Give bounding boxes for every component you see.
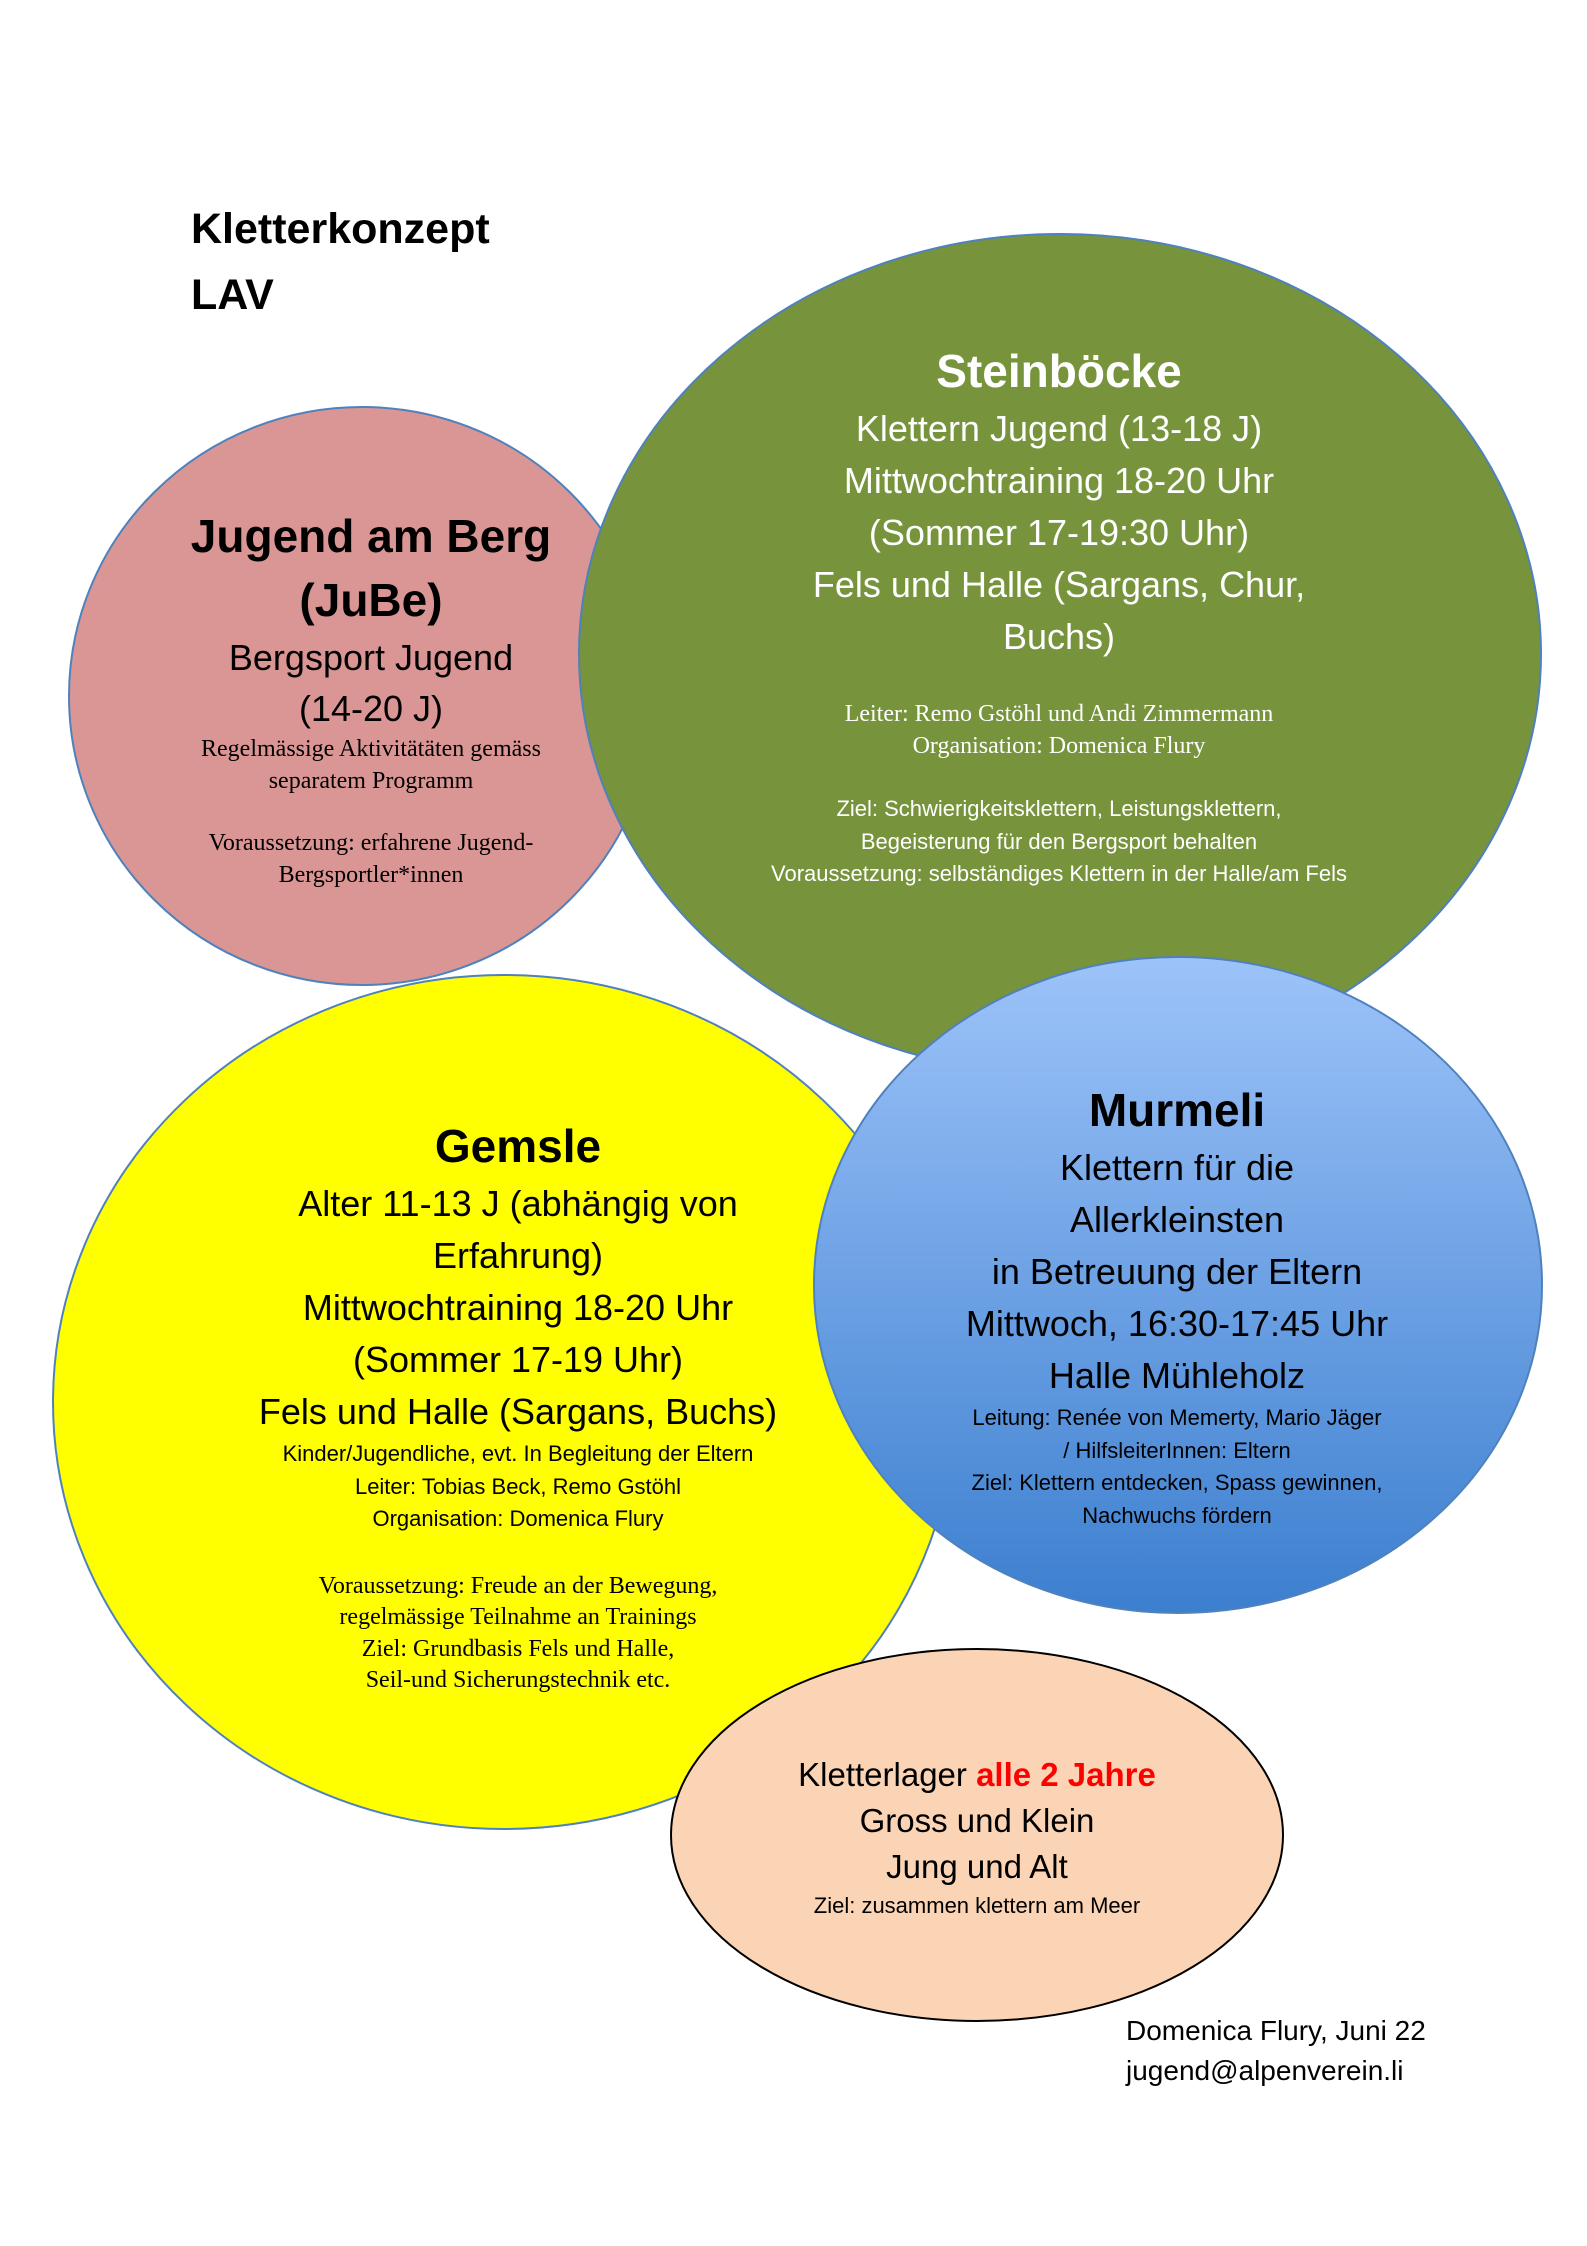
murmeli-line: Halle Mühleholz bbox=[1048, 1355, 1306, 1396]
jube-text: Jugend am Berg (JuBe) Bergsport Jugend (… bbox=[191, 504, 551, 891]
steinboecke-line: Fels und Halle (Sargans, Chur, bbox=[812, 564, 1306, 605]
murmeli-detail: Leitung: Renée von Memerty, Mario Jäger bbox=[972, 1405, 1382, 1430]
steinboecke-heading: Steinböcke bbox=[936, 345, 1182, 397]
jube-requirement: Bergsportler*innen bbox=[278, 861, 464, 888]
gemsle-staff: Leiter: Tobias Beck, Remo Gstöhl bbox=[354, 1473, 682, 1499]
gemsle-goal: Seil-und Sicherungstechnik etc. bbox=[365, 1667, 671, 1693]
lager-title: Kletterlager bbox=[798, 1756, 967, 1793]
lager-text: Kletterlager alle 2 Jahre Gross und Klei… bbox=[798, 1752, 1156, 1923]
steinboecke-goal: Voraussetzung: selbständiges Klettern in… bbox=[771, 861, 1347, 886]
steinboecke-line: Buchs) bbox=[1002, 616, 1116, 657]
gemsle-line: Mittwochtraining 18-20 Uhr bbox=[302, 1287, 734, 1328]
lager-circle bbox=[670, 1648, 1284, 2022]
murmeli-detail: Ziel: Klettern entdecken, Spass gewinnen… bbox=[971, 1470, 1383, 1495]
murmeli-text: Murmeli Klettern für die Allerkleinsten … bbox=[966, 1078, 1388, 1532]
gemsle-line: Alter 11-13 J (abhängig von bbox=[298, 1183, 738, 1224]
steinboecke-line: Mittwochtraining 18-20 Uhr bbox=[843, 460, 1275, 501]
lager-line: Gross und Klein bbox=[859, 1802, 1095, 1839]
steinboecke-staff: Organisation: Domenica Flury bbox=[912, 732, 1206, 759]
jube-line: (14-20 J) bbox=[298, 688, 444, 729]
gemsle-line: Fels und Halle (Sargans, Buchs) bbox=[258, 1391, 778, 1432]
title-line: LAV bbox=[191, 271, 274, 319]
jube-detail: separatem Programm bbox=[268, 767, 474, 794]
jube-detail: Regelmässige Aktivitätäten gemäss bbox=[201, 736, 541, 762]
murmeli-line: in Betreuung der Eltern bbox=[991, 1251, 1363, 1292]
steinboecke-goal: Ziel: Schwierigkeitsklettern, Leistungsk… bbox=[836, 796, 1282, 821]
murmeli-circle bbox=[813, 956, 1543, 1614]
gemsle-goal: Ziel: Grundbasis Fels und Halle, bbox=[361, 1635, 675, 1662]
steinboecke-line: Klettern Jugend (13-18 J) bbox=[855, 408, 1263, 449]
steinboecke-staff: Leiter: Remo Gstöhl und Andi Zimmermann bbox=[844, 701, 1274, 727]
jube-requirement: Voraussetzung: erfahrene Jugend- bbox=[208, 830, 534, 856]
murmeli-heading: Murmeli bbox=[1088, 1084, 1266, 1136]
lager-frequency: alle 2 Jahre bbox=[976, 1756, 1156, 1793]
gemsle-line: Erfahrung) bbox=[432, 1235, 604, 1276]
murmeli-detail: Nachwuchs fördern bbox=[1082, 1502, 1272, 1528]
jube-heading: Jugend am Berg bbox=[190, 510, 552, 562]
lager-goal: Ziel: zusammen klettern am Meer bbox=[813, 1893, 1141, 1918]
gemsle-text: Gemsle Alter 11-13 J (abhängig von Erfah… bbox=[259, 1114, 777, 1697]
page-title: Kletterkonzept LAV bbox=[191, 196, 490, 328]
gemsle-staff: Kinder/Jugendliche, evt. In Begleitung d… bbox=[282, 1441, 754, 1466]
murmeli-line: Klettern für die bbox=[1059, 1147, 1295, 1188]
gemsle-line: (Sommer 17-19 Uhr) bbox=[352, 1339, 684, 1380]
gemsle-goal: regelmässige Teilnahme an Trainings bbox=[339, 1604, 697, 1630]
steinboecke-line: (Sommer 17-19:30 Uhr) bbox=[868, 512, 1250, 553]
steinboecke-goal: Begeisterung für den Bergsport behalten bbox=[860, 828, 1258, 854]
gemsle-staff: Organisation: Domenica Flury bbox=[372, 1506, 664, 1531]
jube-line: Bergsport Jugend bbox=[228, 637, 514, 678]
steinboecke-text: Steinböcke Klettern Jugend (13-18 J) Mit… bbox=[771, 339, 1347, 891]
murmeli-line: Allerkleinsten bbox=[1069, 1199, 1285, 1240]
footer: Domenica Flury, Juni 22 jugend@alpenvere… bbox=[1126, 2011, 1426, 2091]
lager-title-line: Kletterlager alle 2 Jahre bbox=[798, 1752, 1156, 1798]
jube-heading: (JuBe) bbox=[299, 574, 443, 626]
footer-email[interactable]: jugend@alpenverein.li bbox=[1126, 2055, 1404, 2086]
gemsle-heading: Gemsle bbox=[434, 1120, 602, 1172]
murmeli-detail: / HilfsleiterInnen: Eltern bbox=[1063, 1437, 1291, 1463]
murmeli-line: Mittwoch, 16:30-17:45 Uhr bbox=[965, 1303, 1389, 1344]
gemsle-goal: Voraussetzung: Freude an der Bewegung, bbox=[318, 1572, 718, 1599]
lager-line: Jung und Alt bbox=[886, 1848, 1068, 1885]
footer-author: Domenica Flury, Juni 22 bbox=[1126, 2015, 1426, 2046]
title-line: Kletterkonzept bbox=[191, 205, 490, 253]
